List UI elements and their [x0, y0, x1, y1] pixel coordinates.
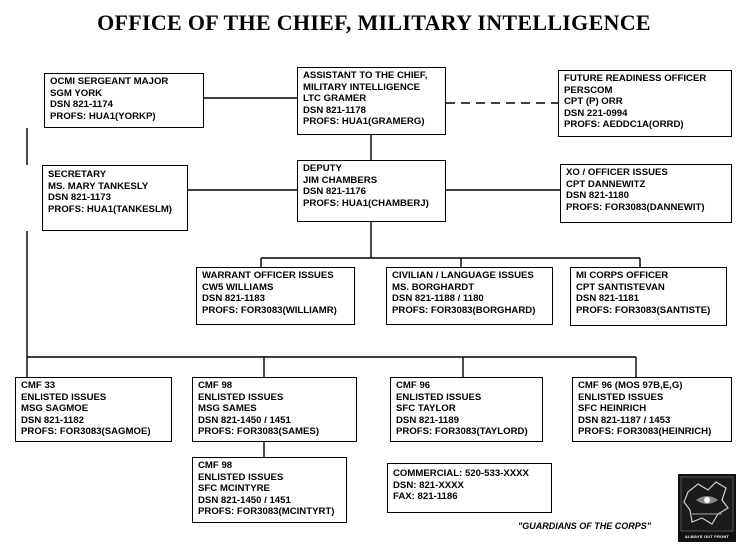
box-line: CIVILIAN / LANGUAGE ISSUES: [392, 270, 534, 281]
box-cmf33-enlisted-issues: CMF 33 ENLISTED ISSUES MSG SAGMOE DSN 82…: [15, 377, 172, 442]
box-line: SFC TAYLOR: [396, 403, 456, 415]
chart-title: OFFICE OF THE CHIEF, MILITARY INTELLIGEN…: [97, 10, 651, 35]
box-deputy: DEPUTY JIM CHAMBERS DSN 821-1176 PROFS: …: [297, 160, 446, 222]
box-line: DSN 821-1181: [576, 293, 639, 305]
box-line: DSN 821-1450 / 1451: [198, 494, 291, 506]
box-line: CW5 WILLIAMS: [202, 281, 274, 293]
box-line: CPT (P) ORR: [564, 96, 623, 108]
box-line: DSN 821-1189: [396, 414, 459, 426]
box-line: SECRETARY: [48, 169, 107, 180]
box-line: ENLISTED ISSUES: [198, 391, 284, 403]
box-line: PERSCOM: [564, 84, 613, 96]
box-line: OCMI SERGEANT MAJOR: [50, 76, 169, 87]
box-line: PROFS: FOR3083(SAGMOE): [21, 426, 151, 438]
box-line: DSN 821-1183: [202, 293, 265, 305]
box-line: MI CORPS OFFICER: [576, 270, 669, 281]
box-line: DSN 821-1178: [303, 104, 366, 116]
crest-graphic: [680, 476, 734, 532]
box-warrant-officer-issues: WARRANT OFFICER ISSUES CW5 WILLIAMS DSN …: [196, 267, 355, 325]
box-cmf96-heinrich: CMF 96 (MOS 97B,E,G) ENLISTED ISSUES SFC…: [572, 377, 732, 442]
box-line: PROFS: FOR3083(WILLIAMR): [202, 304, 337, 316]
box-line: DSN 221-0994: [564, 107, 628, 119]
box-line: DSN 821-1182: [21, 414, 84, 426]
box-secretary: SECRETARY MS. MARY TANKESLY DSN 821-1173…: [42, 165, 188, 231]
box-line: PROFS: HUA1(TANKESLM): [48, 203, 173, 215]
box-line: PROFS: AEDDC1A(ORRD): [564, 119, 684, 131]
box-future-readiness-officer: FUTURE READINESS OFFICER PERSCOM CPT (P)…: [558, 70, 732, 137]
mi-corps-crest-icon: ALWAYS OUT FRONT: [678, 474, 736, 542]
box-cmf98-sames: CMF 98 ENLISTED ISSUES MSG SAMES DSN 821…: [192, 377, 357, 442]
box-line: XO / OFFICER ISSUES: [566, 167, 668, 178]
box-line: PROFS: FOR3083(TAYLORD): [396, 426, 528, 438]
box-mi-corps-officer: MI CORPS OFFICER CPT SANTISTEVAN DSN 821…: [570, 267, 727, 326]
box-line: DSN: 821-XXXX: [393, 479, 464, 491]
box-line: CMF 33: [21, 380, 56, 391]
box-line: ASSISTANT TO THE CHIEF,: [303, 70, 428, 81]
crest-motto: ALWAYS OUT FRONT: [684, 534, 730, 539]
box-line: WARRANT OFFICER ISSUES: [202, 270, 334, 281]
box-line: PROFS: HUA1(GRAMERG): [303, 116, 425, 128]
box-line: MSG SAGMOE: [21, 403, 89, 415]
box-line: PROFS: HUA1(CHAMBERJ): [303, 197, 429, 209]
box-line: CMF 98: [198, 380, 233, 391]
box-line: PROFS: FOR3083(SANTISTE): [576, 304, 711, 316]
box-line: PROFS: FOR3083(HEINRICH): [578, 426, 712, 438]
box-line: LTC GRAMER: [303, 93, 367, 105]
box-xo-officer-issues: XO / OFFICER ISSUES CPT DANNEWITZ DSN 82…: [560, 164, 732, 223]
box-cmf98-mcintyre: CMF 98 ENLISTED ISSUES SFC MCINTYRE DSN …: [192, 457, 347, 523]
box-line: PROFS: FOR3083(BORGHARD): [392, 304, 536, 316]
box-line: MS. BORGHARDT: [392, 281, 475, 293]
box-line: DSN 821-1188 / 1180: [392, 293, 484, 305]
box-line: PROFS: FOR3083(DANNEWIT): [566, 201, 705, 213]
box-cmf96-taylor: CMF 96 ENLISTED ISSUES SFC TAYLOR DSN 82…: [390, 377, 543, 442]
box-line: CPT DANNEWITZ: [566, 178, 646, 190]
box-line: MS. MARY TANKESLY: [48, 180, 149, 192]
box-line: DSN 821-1180: [566, 190, 629, 202]
box-line: DSN 821-1450 / 1451: [198, 414, 291, 426]
box-line: CPT SANTISTEVAN: [576, 281, 665, 293]
box-line: JIM CHAMBERS: [303, 174, 378, 186]
box-line: SFC MCINTYRE: [198, 483, 270, 495]
box-line: DSN 821-1173: [48, 192, 111, 204]
box-line: SGM YORK: [50, 87, 103, 99]
box-line: DSN 821-1187 / 1453: [578, 414, 671, 426]
box-line: FAX: 821-1186: [393, 491, 458, 503]
box-line: CMF 98: [198, 460, 233, 471]
box-line: MILITARY INTELLIGENCE: [303, 81, 421, 93]
box-line: SFC HEINRICH: [578, 403, 647, 415]
tagline: "GUARDIANS OF THE CORPS": [518, 521, 652, 531]
box-line: PROFS: FOR3083(MCINTYRT): [198, 506, 335, 518]
box-line: PROFS: HUA1(YORKP): [50, 110, 156, 122]
box-commercial-contact: COMMERCIAL: 520-533-XXXX DSN: 821-XXXX F…: [387, 463, 552, 513]
box-line: DSN 821-1176: [303, 186, 366, 198]
box-line: ENLISTED ISSUES: [578, 391, 664, 403]
box-line: ENLISTED ISSUES: [396, 391, 482, 403]
box-assistant-to-chief: ASSISTANT TO THE CHIEF, MILITARY INTELLI…: [297, 67, 446, 135]
box-line: COMMERCIAL: 520-533-XXXX: [393, 468, 529, 479]
box-line: ENLISTED ISSUES: [198, 471, 284, 483]
box-line: FUTURE READINESS OFFICER: [564, 73, 707, 84]
box-civilian-language-issues: CIVILIAN / LANGUAGE ISSUES MS. BORGHARDT…: [386, 267, 553, 325]
box-line: PROFS: FOR3083(SAMES): [198, 426, 320, 438]
box-line: CMF 96: [396, 380, 431, 391]
box-line: MSG SAMES: [198, 403, 257, 415]
box-line: CMF 96 (MOS 97B,E,G): [578, 380, 683, 391]
box-line: DSN 821-1174: [50, 99, 113, 111]
box-line: DEPUTY: [303, 163, 342, 174]
box-line: ENLISTED ISSUES: [21, 391, 107, 403]
box-sergeant-major: OCMI SERGEANT MAJOR SGM YORK DSN 821-117…: [44, 73, 204, 128]
